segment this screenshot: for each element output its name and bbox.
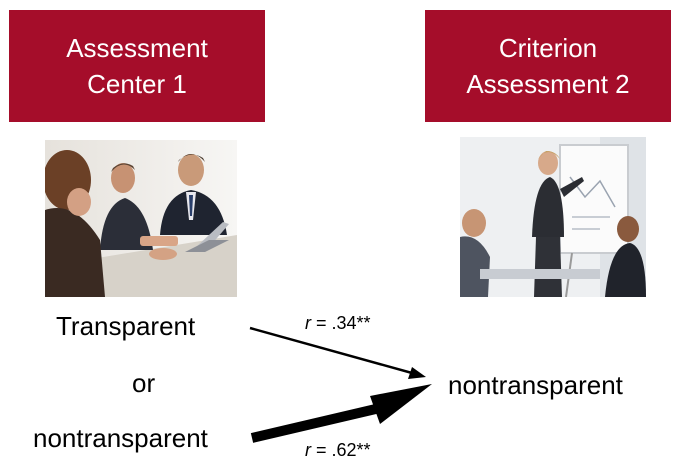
thick-arrow-head — [370, 384, 432, 424]
transparent-label: Transparent — [56, 311, 196, 341]
box-right-line1: Criterion — [498, 33, 598, 63]
assessment-center-1-box: Assessment Center 1 — [9, 10, 265, 122]
box-left-line2: Center 1 — [87, 69, 187, 99]
presentation-photo — [460, 137, 646, 297]
correlation-top-symbol: r — [305, 313, 311, 333]
correlation-top-label: r = .34** — [305, 313, 371, 334]
meeting-photo — [45, 140, 237, 297]
thick-arrow-line — [250, 403, 382, 443]
box-left-line1: Assessment — [66, 33, 208, 63]
correlation-bottom-symbol: r — [305, 440, 311, 460]
thin-arrow-line — [249, 326, 413, 375]
box-right-line2: Assessment 2 — [466, 69, 630, 99]
or-label: or — [132, 368, 156, 398]
correlation-top-value: = .34** — [311, 313, 371, 333]
correlation-bottom-value: = .62** — [311, 440, 371, 460]
correlation-bottom-label: r = .62** — [305, 440, 371, 461]
criterion-assessment-2-box: Criterion Assessment 2 — [425, 10, 671, 122]
nontransparent-left-label: nontransparent — [33, 423, 208, 453]
thin-arrow-head — [408, 367, 426, 379]
nontransparent-right-label: nontransparent — [448, 370, 623, 400]
